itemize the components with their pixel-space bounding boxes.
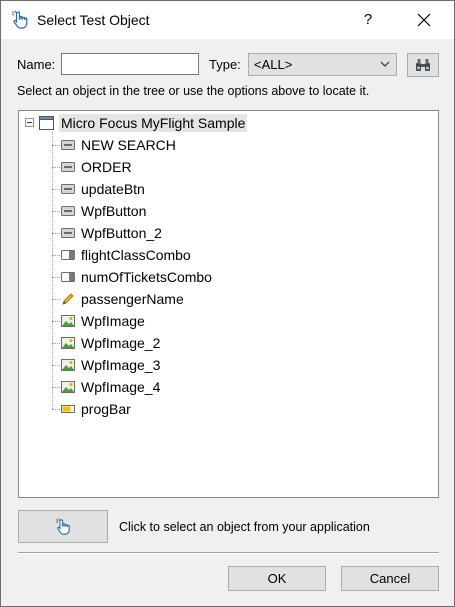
tree-root-label: Micro Focus MyFlight Sample bbox=[59, 114, 248, 132]
type-selected-value: <ALL> bbox=[254, 57, 293, 72]
button-icon bbox=[61, 204, 75, 218]
tree-connector bbox=[52, 343, 60, 344]
tree-item-label: passengerName bbox=[81, 291, 184, 307]
tree-connector bbox=[52, 299, 60, 300]
image-icon bbox=[61, 336, 75, 350]
collapse-icon[interactable] bbox=[25, 118, 34, 127]
button-icon bbox=[61, 182, 75, 196]
tree-item-label: WpfImage_3 bbox=[81, 357, 161, 373]
instructions-text: Select an object in the tree or use the … bbox=[17, 84, 370, 98]
close-button[interactable] bbox=[407, 7, 441, 33]
type-label: Type: bbox=[209, 57, 241, 72]
name-label: Name: bbox=[17, 57, 56, 72]
button-icon bbox=[61, 226, 75, 240]
image-icon bbox=[61, 314, 75, 328]
tree-connector bbox=[52, 132, 53, 409]
pick-object-button[interactable] bbox=[18, 510, 108, 543]
tree-item-label: ORDER bbox=[81, 159, 132, 175]
tree-item-label: NEW SEARCH bbox=[81, 137, 176, 153]
tree-connector bbox=[52, 365, 60, 366]
type-dropdown[interactable]: <ALL> bbox=[248, 53, 397, 76]
tree-connector bbox=[52, 277, 60, 278]
tree-item-label: numOfTicketsCombo bbox=[81, 269, 212, 285]
tree-connector bbox=[52, 387, 60, 388]
cancel-button[interactable]: Cancel bbox=[341, 566, 439, 591]
tree-item-label: WpfImage_2 bbox=[81, 335, 161, 351]
separator bbox=[18, 552, 439, 554]
title-bar: Select Test Object ? bbox=[1, 1, 454, 39]
hand-pointer-icon bbox=[55, 518, 70, 535]
tree-item-label: WpfImage_4 bbox=[81, 379, 161, 395]
button-icon bbox=[61, 138, 75, 152]
window-title: Select Test Object bbox=[37, 12, 150, 28]
ok-button[interactable]: OK bbox=[228, 566, 326, 591]
image-icon bbox=[61, 380, 75, 394]
tree-connector bbox=[52, 189, 60, 190]
close-icon bbox=[417, 13, 431, 27]
tree-connector bbox=[52, 145, 60, 146]
button-icon bbox=[61, 160, 75, 174]
tree-connector bbox=[52, 211, 60, 212]
tree-connector bbox=[52, 409, 60, 410]
progressbar-icon bbox=[61, 402, 75, 416]
tree-item-label: WpfButton bbox=[81, 203, 147, 219]
help-button[interactable]: ? bbox=[363, 11, 373, 28]
window-icon bbox=[39, 116, 54, 130]
binoculars-icon bbox=[416, 59, 430, 71]
tree-connector bbox=[52, 233, 60, 234]
combobox-icon bbox=[61, 270, 75, 284]
name-input[interactable] bbox=[61, 53, 199, 75]
tree-connector bbox=[52, 321, 60, 322]
pick-object-description: Click to select an object from your appl… bbox=[119, 520, 370, 534]
hand-pointer-icon bbox=[11, 10, 31, 30]
tree-connector bbox=[52, 167, 60, 168]
tree-connector bbox=[52, 255, 60, 256]
object-tree[interactable]: Micro Focus MyFlight Sample NEW SEARCH OR… bbox=[18, 110, 439, 498]
find-button[interactable] bbox=[407, 53, 439, 77]
image-icon bbox=[61, 358, 75, 372]
combobox-icon bbox=[61, 248, 75, 262]
tree-item-label: WpfImage bbox=[81, 313, 145, 329]
tree-item-label: WpfButton_2 bbox=[81, 225, 162, 241]
tree-item-label: progBar bbox=[81, 401, 131, 417]
chevron-down-icon bbox=[380, 61, 390, 67]
tree-item-label: updateBtn bbox=[81, 181, 145, 197]
tree-item-label: flightClassCombo bbox=[81, 247, 191, 263]
pencil-icon bbox=[61, 292, 75, 306]
